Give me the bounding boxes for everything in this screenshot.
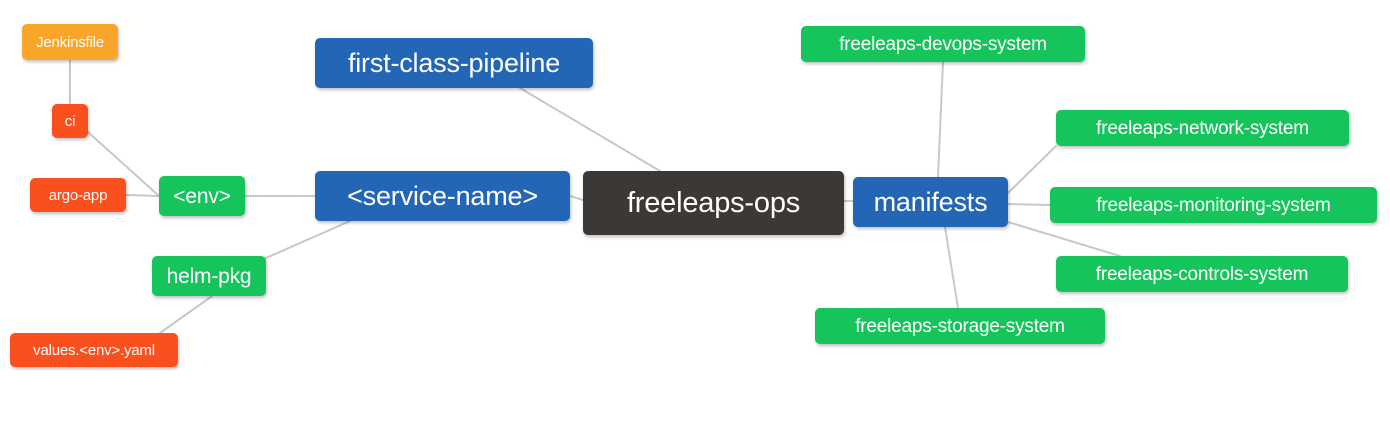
edge-manifests-to-network-system <box>1007 145 1057 194</box>
node-controls-system[interactable]: freeleaps-controls-system <box>1056 256 1348 292</box>
node-storage-system[interactable]: freeleaps-storage-system <box>815 308 1105 344</box>
node-devops-system[interactable]: freeleaps-devops-system <box>801 26 1085 62</box>
node-env[interactable]: <env> <box>159 176 245 216</box>
node-network-system[interactable]: freeleaps-network-system <box>1056 110 1349 146</box>
node-first-class[interactable]: first-class-pipeline <box>315 38 593 88</box>
edge-manifests-to-controls-system <box>1007 221 1121 257</box>
node-ci[interactable]: ci <box>52 104 88 138</box>
node-values-yaml[interactable]: values.<env>.yaml <box>10 333 178 367</box>
edge-manifests-to-storage-system <box>944 226 959 309</box>
edge-helm-pkg-to-service-name <box>265 220 351 259</box>
node-manifests[interactable]: manifests <box>853 177 1008 227</box>
node-jenkinsfile[interactable]: Jenkinsfile <box>22 24 118 60</box>
node-service-name[interactable]: <service-name> <box>315 171 570 221</box>
edge-first-class-to-freeleaps-ops <box>519 87 661 172</box>
node-argo-app[interactable]: argo-app <box>30 178 126 212</box>
edge-argo-app-to-env <box>125 194 160 197</box>
edge-service-name-to-freeleaps-ops <box>569 195 584 201</box>
node-monitoring-system[interactable]: freeleaps-monitoring-system <box>1050 187 1377 223</box>
node-freeleaps-ops[interactable]: freeleaps-ops <box>583 171 844 235</box>
edge-values-yaml-to-helm-pkg <box>159 295 213 334</box>
edge-manifests-to-monitoring-system <box>1007 203 1051 206</box>
node-helm-pkg[interactable]: helm-pkg <box>152 256 266 296</box>
edge-manifests-to-devops-system <box>937 61 944 178</box>
